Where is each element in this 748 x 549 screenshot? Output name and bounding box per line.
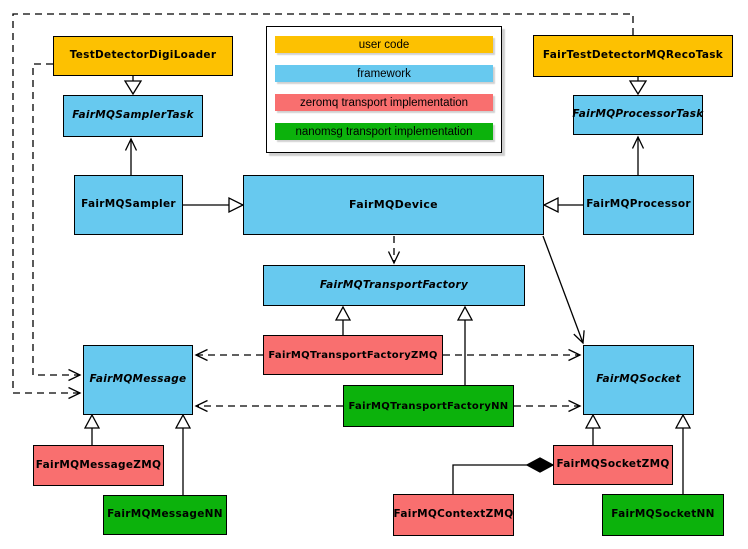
node-fairmqmessagezmq: FairMQMessageZMQ xyxy=(33,445,164,486)
node-fairmqtransportfactoryzmq: FairMQTransportFactoryZMQ xyxy=(263,335,443,375)
edge-processor-device xyxy=(542,196,583,214)
node-fairtestdetectormqrecotask: FairTestDetectorMQRecoTask xyxy=(533,35,733,77)
edge-socketzmq-contextzmq-composition xyxy=(452,457,555,494)
edge-recotask-processortask xyxy=(628,77,648,96)
node-fairmqsampler: FairMQSampler xyxy=(74,175,183,235)
legend-item-framework: framework xyxy=(275,65,493,82)
node-fairmqsocketnn: FairMQSocketNN xyxy=(602,494,724,536)
legend-item-nanomsg: nanomsg transport implementation xyxy=(275,123,493,140)
node-fairmqtransportfactorynn: FairMQTransportFactoryNN xyxy=(343,385,514,427)
node-testdetectordigiloader: TestDetectorDigiLoader xyxy=(53,36,233,76)
node-fairmqdevice: FairMQDevice xyxy=(243,175,544,235)
legend-item-zeromq: zeromq transport implementation xyxy=(275,94,493,111)
node-fairmqmessagenn: FairMQMessageNN xyxy=(103,495,227,535)
edge-tfnn-transportfactory xyxy=(456,305,474,385)
edge-sampler-device xyxy=(183,196,245,214)
node-fairmqsamplertask: FairMQSamplerTask xyxy=(63,95,203,137)
legend-box: user code framework zeromq transport imp… xyxy=(266,26,502,153)
edge-tfzmq-transportfactory xyxy=(334,305,352,335)
edge-digiloader-samplertask xyxy=(123,76,143,96)
node-fairmqsocket: FairMQSocket xyxy=(583,345,694,415)
node-fairmqprocessor: FairMQProcessor xyxy=(583,175,694,235)
node-fairmqtransportfactory: FairMQTransportFactory xyxy=(263,265,525,306)
edge-socketzmq-socket xyxy=(584,413,602,445)
node-fairmqprocessortask: FairMQProcessorTask xyxy=(572,95,703,135)
edge-socketnn-socket xyxy=(674,413,692,494)
edge-messagezmq-message xyxy=(83,413,101,445)
node-fairmqcontextzmq: FairMQContextZMQ xyxy=(393,494,514,536)
edge-device-socket xyxy=(542,235,585,345)
node-fairmqmessage: FairMQMessage xyxy=(83,345,193,415)
edge-messagenn-message xyxy=(174,413,192,495)
node-fairmqsocketzmq: FairMQSocketZMQ xyxy=(553,445,673,485)
legend-item-user-code: user code xyxy=(275,36,493,53)
